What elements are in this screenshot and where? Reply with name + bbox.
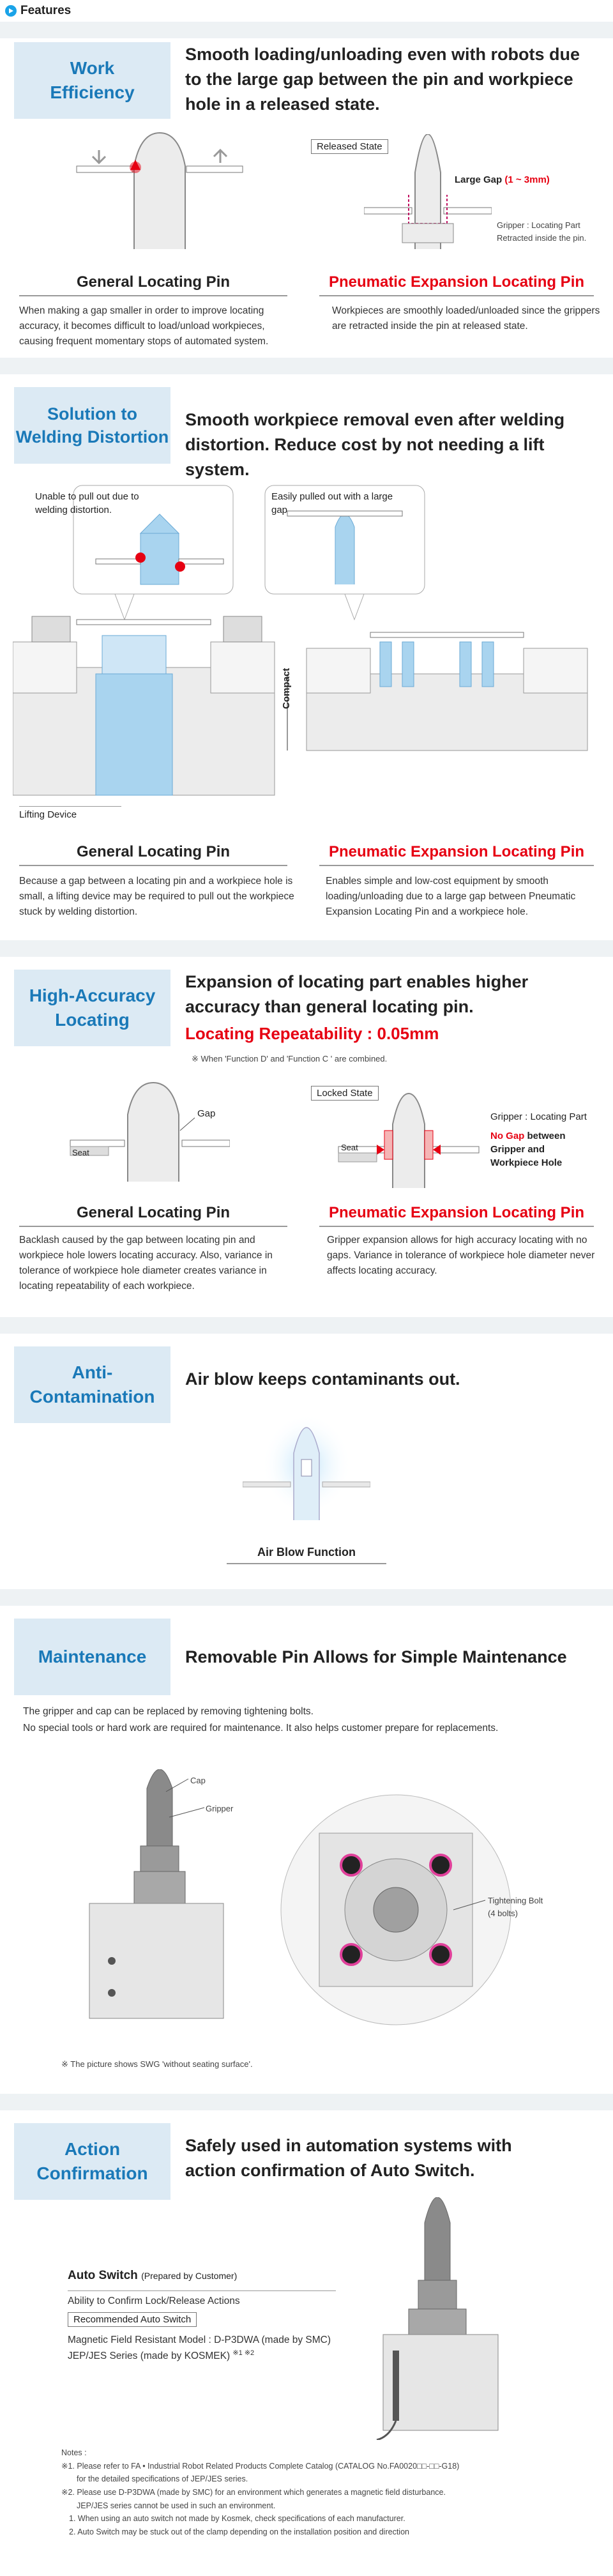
general-pin-text-3: Backlash caused by the gap between locat… bbox=[19, 1235, 273, 1292]
auto-switch-heading: Auto Switch (Prepared by Customer) bbox=[68, 2269, 237, 2283]
general-pin-text-1: When making a gap smaller in order to im… bbox=[19, 305, 269, 347]
section-divider bbox=[0, 940, 613, 957]
anti-contamination-badge: Anti- Contamination bbox=[14, 1346, 170, 1423]
high-accuracy-lead: Expansion of locating part enables highe… bbox=[185, 972, 529, 1017]
welding-distortion-lead: Smooth workpiece removal even after weld… bbox=[185, 410, 565, 480]
large-gap-text: Large Gap bbox=[455, 174, 503, 185]
no-gap-label: No Gap between Gripper and Workpiece Hol… bbox=[490, 1129, 566, 1170]
pneumatic-pin-text-1: Workpieces are smoothly loaded/unloaded … bbox=[332, 305, 600, 332]
no-gap-text: No Gap bbox=[490, 1131, 525, 1141]
large-gap-label: Large Gap (1 ~ 3mm) bbox=[455, 174, 550, 185]
recommended-switch-label: Recommended Auto Switch bbox=[68, 2312, 197, 2327]
general-pin-caption-1: General Locating Pin bbox=[19, 273, 287, 296]
note-2a: ※2. Please use D-P3DWA (made by SMC) for… bbox=[61, 2487, 446, 2497]
features-title: Features bbox=[20, 4, 72, 17]
high-accuracy-badge: High-Accuracy Locating bbox=[14, 970, 170, 1046]
action-confirmation-badge: Action Confirmation bbox=[14, 2123, 170, 2200]
section-divider bbox=[0, 2094, 613, 2110]
cap-label: Cap bbox=[190, 1776, 206, 1785]
notes-block: Notes : ※1. Please refer to FA • Industr… bbox=[61, 2446, 591, 2538]
maintenance-text-1: The gripper and cap can be replaced by r… bbox=[23, 1706, 314, 1717]
note-3: 1. When using an auto switch not made by… bbox=[69, 2514, 405, 2524]
compact-label: Compact bbox=[281, 667, 292, 709]
section-divider bbox=[0, 1317, 613, 1334]
note-1b: for the detailed specifications of JEP/J… bbox=[77, 2474, 248, 2484]
lifting-device-label: Lifting Device bbox=[19, 806, 121, 820]
released-state-label: Released State bbox=[311, 139, 388, 154]
tightening-bolt-label: Tightening Bolt (4 bolts) bbox=[488, 1894, 543, 1919]
recommended-switch-2-text: JEP/JES Series (made by KOSMEK) bbox=[68, 2351, 231, 2362]
air-blow-illustration bbox=[243, 1408, 370, 1520]
recommended-switch-2: JEP/JES Series (made by KOSMEK) ※1 ※2 bbox=[68, 2348, 349, 2364]
features-header: Features bbox=[0, 0, 613, 22]
work-efficiency-lead: Smooth loading/unloading even with robot… bbox=[185, 45, 580, 114]
general-pin-text-2: Because a gap between a locating pin and… bbox=[19, 876, 294, 918]
section-divider bbox=[0, 22, 613, 38]
gripper-locating-label: Gripper : Locating Part bbox=[490, 1111, 587, 1122]
gripper-label: Gripper bbox=[206, 1804, 234, 1813]
auto-switch-desc: Ability to Confirm Lock/Release Actions bbox=[68, 2290, 336, 2309]
bubble-left-text: Unable to pull out due to welding distor… bbox=[35, 491, 139, 515]
note-4: 2. Auto Switch may be stuck out of the c… bbox=[69, 2527, 409, 2536]
general-pin-caption-2: General Locating Pin bbox=[19, 843, 287, 866]
maintenance-badge: Maintenance bbox=[14, 1619, 170, 1695]
seat-label-left: Seat bbox=[72, 1148, 89, 1157]
maintenance-note: ※ The picture shows SWG 'without seating… bbox=[61, 2059, 253, 2069]
large-gap-value: (1 ~ 3mm) bbox=[504, 174, 550, 185]
auto-switch-title: Auto Switch bbox=[68, 2269, 138, 2282]
no-gap-rest-2: Gripper and bbox=[490, 1144, 545, 1155]
maintenance-text-2: No special tools or hard work are requir… bbox=[23, 1723, 499, 1734]
general-pin-caption-3: General Locating Pin bbox=[19, 1204, 287, 1227]
action-confirmation-lead: Safely used in automation systems with a… bbox=[185, 2136, 512, 2181]
anti-contamination-lead: Air blow keeps contaminants out. bbox=[185, 1369, 460, 1389]
maintenance-lead: Removable Pin Allows for Simple Maintena… bbox=[185, 1647, 567, 1666]
general-pin-diagram-1 bbox=[76, 132, 243, 249]
pneumatic-pin-diagram-3 bbox=[338, 1092, 480, 1188]
welding-distortion-illustration bbox=[13, 485, 588, 796]
general-pin-diagram-3 bbox=[70, 1081, 230, 1182]
note-1a: ※1. Please refer to FA • Industrial Robo… bbox=[61, 2461, 460, 2471]
note-2b: JEP/JES series cannot be used in such an… bbox=[77, 2501, 276, 2510]
pneumatic-pin-diagram-1 bbox=[364, 134, 492, 249]
repeatability-note: ※ When 'Function D' and 'Function C ' ar… bbox=[192, 1054, 388, 1063]
pneumatic-pin-text-2: Enables simple and low-cost equipment by… bbox=[326, 876, 576, 918]
bubble-right-text: Easily pulled out with a large gap bbox=[271, 491, 393, 515]
section-divider bbox=[0, 358, 613, 374]
bolt-count: (4 bolts) bbox=[488, 1908, 518, 1918]
auto-switch-illustration bbox=[376, 2197, 499, 2440]
locating-repeatability: Locating Repeatability : 0.05mm bbox=[185, 1024, 439, 1043]
air-blow-caption: Air Blow Function bbox=[227, 1546, 386, 1564]
gripper-retracted-note: Gripper : Locating Part Retracted inside… bbox=[497, 220, 587, 243]
notes-title: Notes : bbox=[61, 2448, 87, 2457]
pneumatic-pin-caption-2: Pneumatic Expansion Locating Pin bbox=[319, 843, 594, 866]
no-gap-rest-1: between bbox=[524, 1131, 566, 1141]
section-divider bbox=[0, 1589, 613, 1606]
recommended-switch-2-sup: ※1 ※2 bbox=[232, 2349, 255, 2357]
bolt-text: Tightening Bolt bbox=[488, 1896, 543, 1905]
pneumatic-pin-caption-3: Pneumatic Expansion Locating Pin bbox=[319, 1204, 594, 1227]
seat-label-right: Seat bbox=[341, 1143, 358, 1152]
play-icon bbox=[5, 5, 17, 17]
maintenance-illustration bbox=[89, 1769, 511, 2025]
pneumatic-pin-caption-1: Pneumatic Expansion Locating Pin bbox=[319, 273, 594, 296]
no-gap-rest-3: Workpiece Hole bbox=[490, 1157, 563, 1168]
welding-distortion-badge: Solution to Welding Distortion bbox=[14, 387, 170, 464]
work-efficiency-badge: Work Efficiency bbox=[14, 42, 170, 119]
locked-state-label: Locked State bbox=[311, 1086, 379, 1101]
pneumatic-pin-text-3: Gripper expansion allows for high accura… bbox=[327, 1235, 595, 1277]
recommended-switch-1: Magnetic Field Resistant Model : D-P3DWA… bbox=[68, 2335, 331, 2345]
gap-label: Gap bbox=[197, 1108, 216, 1119]
auto-switch-sub: (Prepared by Customer) bbox=[141, 2271, 238, 2281]
